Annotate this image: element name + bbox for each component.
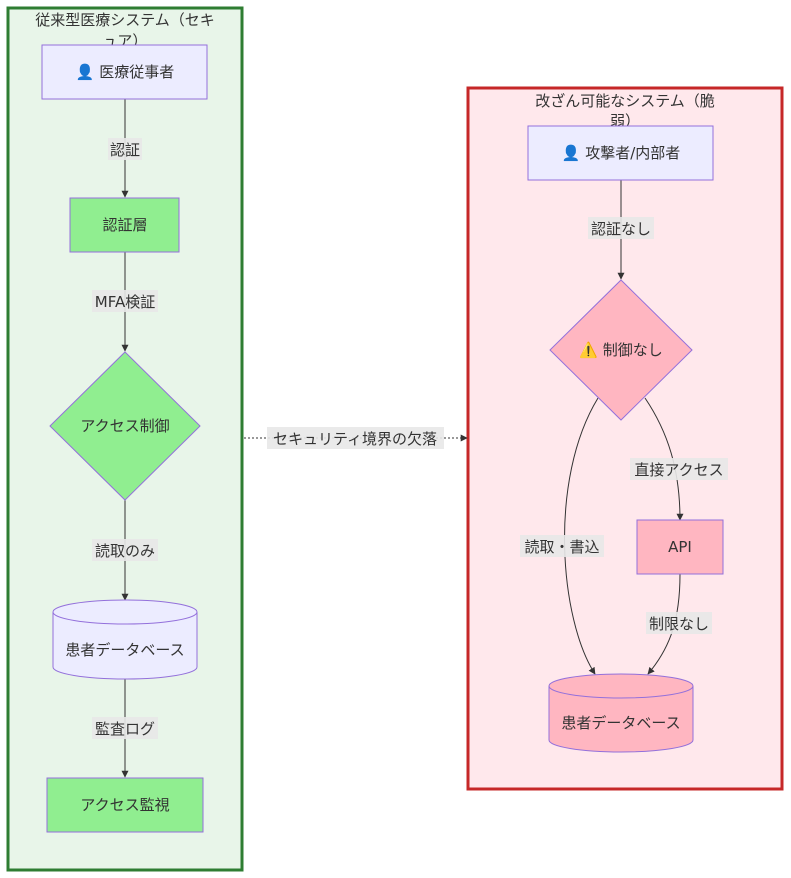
- edge-label-mfa-text: MFA検証: [95, 293, 155, 311]
- edge-label-read-write: 読取・書込: [520, 535, 604, 557]
- node-no-control[interactable]: ⚠️ 制御なし: [549, 279, 693, 421]
- edge-label-audit: 監査ログ: [92, 717, 158, 739]
- edge-label-audit-text: 監査ログ: [95, 720, 155, 738]
- edge-label-no-auth: 認証なし: [588, 217, 654, 239]
- edge-label-read-only: 読取のみ: [92, 539, 158, 561]
- node-access-control[interactable]: アクセス制御: [49, 351, 201, 501]
- node-vulnerable-database-label: 患者データベース: [561, 714, 680, 732]
- node-access-monitor-label: アクセス監視: [80, 796, 169, 814]
- edge-label-no-auth-text: 認証なし: [591, 220, 651, 238]
- edge-label-read-only-text: 読取のみ: [95, 542, 155, 560]
- vulnerable-subgraph-title-line1: 改ざん可能なシステム（脆: [535, 92, 715, 110]
- node-auth-layer-label: 認証層: [102, 216, 147, 234]
- edge-label-auth-text: 認証: [110, 141, 140, 159]
- node-attacker-label: 👤 攻撃者/内部者: [562, 144, 681, 162]
- edge-label-read-write-text: 読取・書込: [524, 538, 599, 556]
- node-api-label: API: [668, 538, 692, 556]
- cross-edge-label: セキュリティ境界の欠落: [273, 430, 437, 448]
- node-healthcare-worker[interactable]: 👤 医療従事者: [41, 44, 208, 100]
- edge-label-auth: 認証: [108, 138, 142, 160]
- node-no-control-label: ⚠️ 制御なし: [579, 341, 662, 359]
- node-api[interactable]: API: [636, 519, 724, 575]
- node-attacker[interactable]: 👤 攻撃者/内部者: [527, 125, 714, 181]
- cross-edge: セキュリティ境界の欠落: [244, 427, 468, 449]
- edge-nocontrol-to-api: [644, 397, 684, 521]
- node-access-control-label: アクセス制御: [80, 417, 169, 435]
- node-secure-database[interactable]: 患者データベース: [52, 599, 198, 680]
- node-secure-database-label: 患者データベース: [65, 641, 184, 659]
- edge-label-unlimited-text: 制限なし: [649, 615, 709, 633]
- node-auth-layer[interactable]: 認証層: [69, 197, 180, 253]
- edge-label-unlimited: 制限なし: [646, 612, 712, 634]
- vulnerable-subgraph: 改ざん可能なシステム（脆 弱）: [466, 86, 784, 791]
- node-vulnerable-database[interactable]: 患者データベース: [548, 673, 694, 753]
- node-access-monitor[interactable]: アクセス監視: [46, 777, 204, 833]
- edge-label-mfa: MFA検証: [92, 290, 158, 312]
- node-healthcare-worker-label: 👤 医療従事者: [76, 63, 174, 81]
- edge-label-direct-access: 直接アクセス: [630, 458, 728, 480]
- vulnerable-subgraph-box: [466, 86, 784, 791]
- edge-label-direct-access-text: 直接アクセス: [634, 461, 723, 479]
- secure-subgraph-title-line1: 従来型医療システム（セキ: [35, 11, 215, 29]
